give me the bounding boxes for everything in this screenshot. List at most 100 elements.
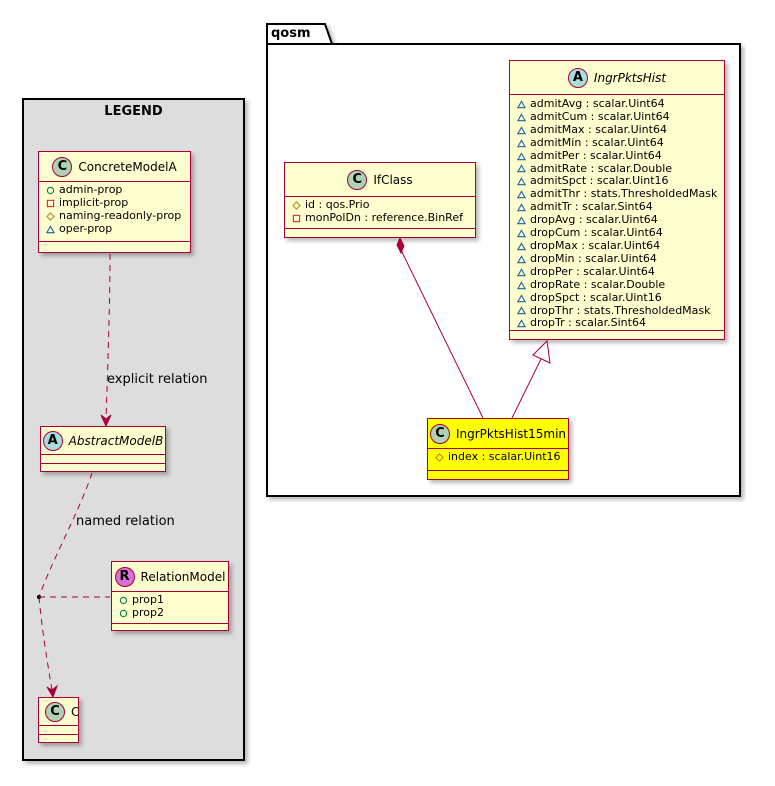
class-header: C IfClass [285,163,475,197]
attribute-row: id : qos.Prio [291,198,475,212]
attribute-text: dropPer : scalar.Uint64 [530,264,655,278]
attribute-list: id : qos.Prio monPolDn : reference.BinRe… [285,197,475,229]
attribute-row: dropSpct : scalar.Uint16 [516,290,724,305]
class-header: R RelationModel [112,562,228,592]
private-visibility-icon [291,213,301,223]
class-header: A AbstractModelB [41,427,165,455]
attribute-list: index : scalar.Uint16 [428,449,568,471]
class-stereotype-icon: C [45,701,65,722]
attribute-text: implicit-prop [59,195,129,209]
attribute-row: dropPer : scalar.Uint64 [516,264,724,279]
attribute-row: naming-readonly-prop [45,208,190,223]
attribute-row: dropMax : scalar.Uint64 [516,238,724,253]
package-visibility-icon [516,319,526,329]
attribute-text: naming-readonly-prop [59,208,182,222]
protected-visibility-icon [45,211,55,221]
class-header: C ConcreteModelA [39,152,190,182]
class-name: ConcreteModelA [78,159,177,174]
class-ingr-pkts-hist-15min[interactable]: C IngrPktsHist15min index : scalar.Uint1… [427,418,569,480]
attribute-text: prop1 [132,593,164,606]
class-stereotype-icon: C [347,169,368,190]
class-name: AbstractModelB [68,433,164,448]
attribute-text: dropAvg : scalar.Uint64 [530,213,658,227]
attribute-text: admitTr : scalar.Sint64 [530,200,653,214]
attribute-row: admitSpct : scalar.Uint16 [516,175,724,188]
class-ifclass[interactable]: C IfClass id : qos.Prio monPolDn : refer… [284,162,476,238]
attribute-row: dropTr : scalar.Sint64 [516,317,724,330]
attribute-compartment [39,726,78,735]
attribute-row: dropRate : scalar.Double [516,277,724,292]
package-visibility-icon [516,254,526,264]
package-visibility-icon [516,99,526,109]
class-stereotype-icon: A [42,430,63,451]
package-visibility-icon [516,293,526,303]
attribute-compartment [41,455,165,464]
attribute-row: prop1 [118,593,228,607]
attribute-text: prop2 [132,605,164,619]
class-stereotype-icon: C [429,423,450,444]
public-visibility-icon [118,608,128,618]
attribute-text: admitRate : scalar.Double [530,161,673,175]
attribute-row: admitMax : scalar.Uint64 [516,123,724,137]
private-visibility-icon [45,198,55,208]
package-title: qosm [271,26,311,41]
package-visibility-icon [516,216,526,226]
attribute-row: prop2 [118,605,228,620]
attribute-row: admitRate : scalar.Double [516,161,724,176]
protected-visibility-icon [291,200,301,210]
package-visibility-icon [516,151,526,161]
attribute-row: admitMin : scalar.Uint64 [516,136,724,150]
package-visibility-icon [516,306,526,316]
attribute-text: dropRate : scalar.Double [530,277,666,291]
class-abstract-model-b[interactable]: A AbstractModelB [40,426,166,472]
package-visibility-icon [516,280,526,290]
class-relation-model[interactable]: R RelationModel prop1 prop2 [111,561,229,631]
public-visibility-icon [45,185,55,195]
attribute-text: admitThr : stats.ThresholdedMask [530,187,718,201]
package-visibility-icon [516,203,526,213]
attribute-row: dropThr : stats.ThresholdedMask [516,303,724,318]
attribute-text: oper-prop [59,221,113,235]
class-name: RelationModel [140,569,226,584]
attribute-row: implicit-prop [45,195,190,210]
attribute-row: oper-prop [45,221,190,236]
attribute-row: dropCum : scalar.Uint64 [516,226,724,240]
package-visibility-icon [516,177,526,187]
package-visibility-icon [516,138,526,148]
package-visibility-icon [516,112,526,122]
class-stereotype-icon: C [52,156,73,177]
legend-title: LEGEND [104,104,163,119]
attribute-text: admitSpct : scalar.Uint16 [530,174,669,188]
attribute-row: monPolDn : reference.BinRef [291,210,475,225]
class-c[interactable]: C C [38,697,79,743]
attribute-row: dropAvg : scalar.Uint64 [516,213,724,227]
package-visibility-icon [516,241,526,251]
attribute-text: admitPer : scalar.Uint64 [530,148,662,162]
attribute-text: id : qos.Prio [305,198,370,211]
class-name: C [71,704,80,719]
attribute-row: admitCum : scalar.Uint64 [516,110,724,124]
public-visibility-icon [118,595,128,605]
class-header: C C [39,698,80,726]
attribute-text: dropSpct : scalar.Uint16 [530,290,662,304]
package-visibility-icon [516,229,526,239]
attribute-text: monPolDn : reference.BinRef [305,210,463,224]
attribute-row: dropMin : scalar.Uint64 [516,251,724,266]
attribute-row: index : scalar.Uint16 [434,450,568,464]
attribute-text: index : scalar.Uint16 [448,450,561,463]
attribute-list: admin-prop implicit-prop naming-readonly… [39,182,190,242]
attribute-text: dropThr : stats.ThresholdedMask [530,303,711,317]
explicit-relation-label: explicit relation [107,372,208,387]
class-name: IngrPktsHist [593,70,667,85]
class-concrete-model-a[interactable]: C ConcreteModelA admin-prop implicit-pro… [38,151,191,253]
named-relation-label: named relation [76,514,175,529]
attribute-row: admitAvg : scalar.Uint64 [516,97,724,111]
attribute-row: admitPer : scalar.Uint64 [516,148,724,163]
protected-visibility-icon [434,452,444,462]
attribute-text: dropMax : scalar.Uint64 [530,238,661,252]
class-name: IfClass [373,172,413,187]
class-header: A IngrPktsHist [510,61,724,95]
attribute-text: dropMin : scalar.Uint64 [530,251,657,265]
